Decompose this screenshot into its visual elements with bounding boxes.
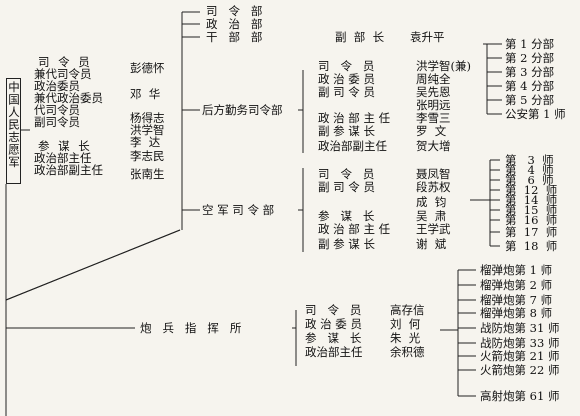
artillery-name-2: 刘 何 [390,317,421,331]
air-label: 空 军 司 令 部 [202,203,275,217]
air-role-6: 副 参 谋 长 [318,237,375,251]
logistics-name-2: 周纯全 [416,72,451,86]
logistics-name-5: 李雪三 [416,111,451,125]
root-title: 中国人民志愿军 [7,81,21,169]
cmd-title-1: 司 令 员 [38,55,93,69]
air-role-5: 政 治 部 主 任 [318,222,391,236]
air-division-4: 第 12 师 [505,183,558,197]
logistics-role-1: 司 令 员 [318,59,375,73]
artillery-division-2: 榴弹炮第 2 师 [480,278,553,292]
logistics-role-6: 副 参 谋 长 [318,124,375,138]
artillery-division-1: 榴弹炮第 1 师 [480,263,553,277]
air-name-1: 聂凤智 [416,167,451,181]
cmd-name-3: 杨得志 [130,111,165,125]
cmd-title-8: 政治部主任 [34,151,92,165]
root-node-box: 中国人民志愿军 [6,78,21,184]
artillery-name-1: 高存信 [390,303,425,317]
cmd-title-6: 副司令员 [34,115,80,129]
air-division-3: 第 6 师 [505,173,554,187]
cmd-name-6: 李志民 [130,149,165,163]
cmd-name-2: 邓 华 [130,87,161,101]
logistics-branch-1: 第 1 分部 [505,37,555,51]
artillery-division-8: 火箭炮第 22 师 [480,363,560,377]
artillery-label: 炮 兵 指 挥 所 [140,321,242,335]
artillery-division-5: 战防炮第 31 师 [480,321,560,335]
dept-cadre: 干 部 部 [206,30,263,44]
cmd-name-7: 张南生 [130,167,165,181]
cmd-name-1: 彭德怀 [130,61,165,75]
air-name-6: 谢 斌 [416,237,447,251]
logistics-name-1: 洪学智(兼) [416,59,471,73]
artillery-division-7: 火箭炮第 21 师 [480,349,560,363]
air-name-2: 段苏权 [416,180,451,194]
artillery-name-4: 余积德 [390,345,425,359]
logistics-name-6: 罗 文 [416,124,447,138]
dept-political: 政 治 部 [206,17,263,31]
air-division-6: 第 15 师 [505,203,558,217]
air-division-9: 第 18 师 [505,239,558,253]
dept-command: 司 令 部 [206,4,263,18]
logistics-name-4: 张明远 [416,98,451,112]
artillery-role-4: 政治部主任 [305,345,363,359]
logistics-branch-5: 第 5 分部 [505,93,555,107]
artillery-role-1: 司 令 员 [305,303,362,317]
cmd-name-4: 洪学智 [130,123,165,137]
cmd-title-2: 兼代司令员 [34,67,92,81]
artillery-division-9: 高射炮第 61 师 [480,389,560,403]
air-division-5: 第 14 师 [505,193,558,207]
air-division-2: 第 4 师 [505,163,554,177]
logistics-branch-6: 公安第 1 师 [505,107,566,121]
cmd-title-9: 政治部副主任 [34,163,103,177]
artillery-division-6: 战防炮第 33 师 [480,336,560,350]
air-role-1: 司 令 员 [318,167,375,181]
logistics-role-3: 副 司 令 员 [318,85,375,99]
logistics-branch-4: 第 4 分部 [505,79,555,93]
logistics-role-2: 政 治 委 员 [318,72,375,86]
dept-cadre-name: 袁升平 [410,30,445,44]
artillery-role-3: 参 谋 长 [305,331,362,345]
cmd-title-4: 兼代政治委员 [34,91,103,105]
air-division-1: 第 3 师 [505,153,554,167]
logistics-role-5: 政 治 部 主 任 [318,111,391,125]
logistics-name-7: 贺大增 [416,139,451,153]
cmd-name-5: 李 达 [130,135,161,149]
air-name-5: 王学武 [416,222,451,236]
air-name-3: 成 钧 [416,195,447,209]
logistics-name-3: 吴先恩 [416,85,451,99]
logistics-branch-3: 第 3 分部 [505,65,555,79]
air-division-7: 第 16 师 [505,213,558,227]
artillery-division-3: 榴弹炮第 7 师 [480,293,553,307]
artillery-role-2: 政 治 委 员 [305,317,362,331]
cmd-title-5: 代司令员 [34,103,80,117]
cmd-title-3: 政治委员 [34,79,80,93]
logistics-label: 后方勤务司令部 [202,103,283,117]
air-name-4: 吴 肃 [416,209,447,223]
artillery-name-3: 朱 光 [390,331,421,345]
artillery-division-4: 榴弹炮第 8 师 [480,306,553,320]
air-division-8: 第 17 师 [505,225,558,239]
logistics-branch-2: 第 2 分部 [505,51,555,65]
logistics-role-7: 政治部副主任 [318,139,387,153]
cmd-title-7: 参 谋 长 [38,139,93,153]
air-role-2: 副 司 令 员 [318,180,375,194]
air-role-4: 参 谋 长 [318,209,375,223]
dept-cadre-role: 副 部 长 [335,30,385,44]
